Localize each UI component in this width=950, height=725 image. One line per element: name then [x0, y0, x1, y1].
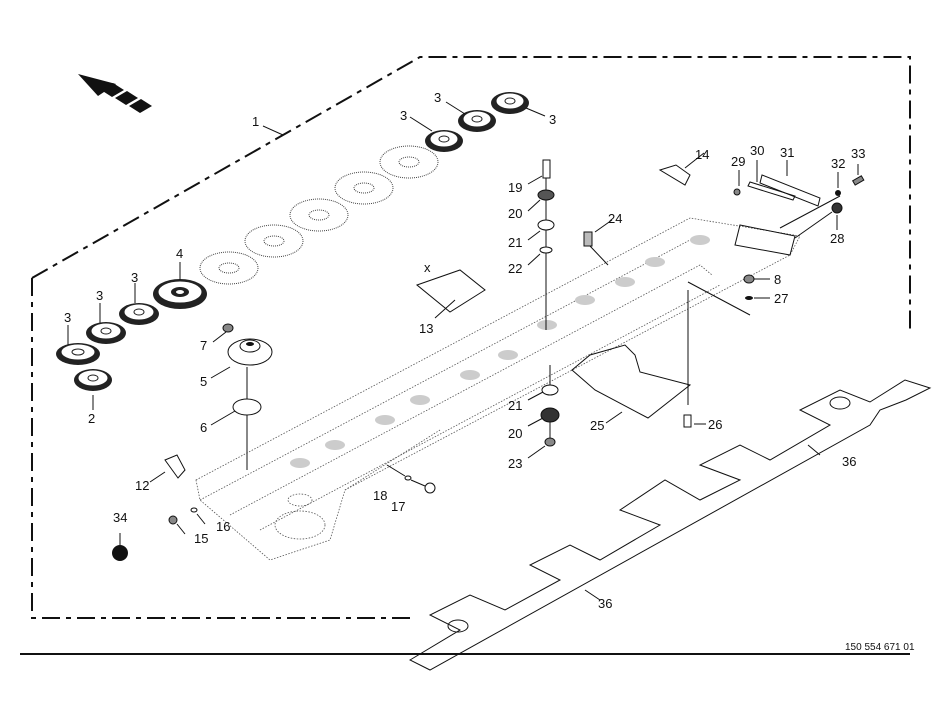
washer-27 [745, 296, 753, 300]
callout-8: 8 [774, 272, 781, 287]
callout-3: 3 [400, 108, 407, 123]
gear-row [56, 92, 529, 391]
gear-3 [119, 303, 159, 325]
bolt-26 [683, 414, 692, 428]
callout-32: 32 [831, 156, 845, 171]
gear-large [244, 224, 304, 258]
callout-30: 30 [750, 143, 764, 158]
strip-31 [759, 174, 821, 207]
callout-3: 3 [131, 270, 138, 285]
gear-4 [153, 279, 207, 309]
disc-mount-holes [290, 235, 710, 468]
callout-16: 16 [216, 519, 230, 534]
callout-22: 22 [508, 261, 522, 276]
callout-3: 3 [64, 310, 71, 325]
plug-17 [424, 482, 436, 494]
gear-large [334, 171, 394, 205]
disc-hub [227, 338, 273, 366]
callout-25: 25 [590, 418, 604, 433]
callout-33: 33 [851, 146, 865, 161]
callout-20: 20 [508, 206, 522, 221]
gear-large [289, 198, 349, 232]
callout-15: 15 [194, 531, 208, 546]
callout-21: 21 [508, 398, 522, 413]
bolt-stack-upper [537, 159, 555, 330]
callout-36: 36 [842, 454, 856, 469]
callout-21: 21 [508, 235, 522, 250]
nut-28 [831, 202, 843, 214]
callout-2: 2 [88, 411, 95, 426]
gear-3 [458, 110, 496, 132]
guard-13 [415, 269, 486, 313]
bolt-33 [851, 175, 865, 186]
cover-plate-25 [571, 344, 692, 419]
callout-28: 28 [830, 231, 844, 246]
callout-labels: 1 2 3 3 3 3 3 3 4 5 6 7 8 12 13 14 15 16… [64, 90, 865, 611]
gear-3 [86, 322, 126, 344]
callout-34: 34 [113, 510, 127, 525]
callout-17: 17 [391, 499, 405, 514]
bolt-stack-lower [540, 365, 560, 447]
assembly-boundary [31, 56, 911, 619]
callout-12: 12 [135, 478, 149, 493]
callout-14: 14 [695, 147, 709, 162]
dimension-mark: x [424, 260, 431, 275]
direction-arrow-icon [78, 74, 152, 113]
washer-32 [835, 190, 841, 196]
callout-19: 19 [508, 180, 522, 195]
leader-lines [67, 101, 859, 601]
skid-12 [164, 454, 186, 479]
gear-large [199, 251, 259, 285]
nut-29 [733, 188, 741, 196]
callout-27: 27 [774, 291, 788, 306]
callout-3: 3 [96, 288, 103, 303]
cutter-bar-frame [195, 217, 801, 561]
seal-18 [404, 475, 412, 481]
callout-4: 4 [176, 246, 183, 261]
callout-24: 24 [608, 211, 622, 226]
callout-6: 6 [200, 420, 207, 435]
o-ring-6 [232, 398, 262, 416]
gasket-36 [408, 379, 932, 671]
callout-1: 1 [252, 114, 259, 129]
callout-18: 18 [373, 488, 387, 503]
spring-24 [583, 231, 593, 247]
callout-7: 7 [200, 338, 207, 353]
washer-16 [190, 507, 198, 513]
callout-36: 36 [598, 596, 612, 611]
nut-7 [222, 323, 234, 333]
gear-3 [425, 130, 463, 152]
callout-31: 31 [780, 145, 794, 160]
gear-2 [74, 369, 112, 391]
gear-large [379, 145, 439, 179]
gasket-hole [829, 396, 851, 410]
document-number: 150 554 671 01 [845, 642, 915, 653]
gasket-30 [747, 181, 796, 201]
gear-3 [491, 92, 529, 114]
callout-5: 5 [200, 374, 207, 389]
skid-14 [658, 164, 691, 186]
gasket-hole [447, 619, 469, 633]
callout-23: 23 [508, 456, 522, 471]
callout-20: 20 [508, 426, 522, 441]
callout-3: 3 [549, 112, 556, 127]
nut-15 [168, 515, 178, 525]
callout-29: 29 [731, 154, 745, 169]
gear-3 [56, 343, 100, 365]
nut-8 [743, 274, 755, 284]
callout-26: 26 [708, 417, 722, 432]
sealant-34 [112, 545, 128, 561]
callout-13: 13 [419, 321, 433, 336]
callout-3: 3 [434, 90, 441, 105]
